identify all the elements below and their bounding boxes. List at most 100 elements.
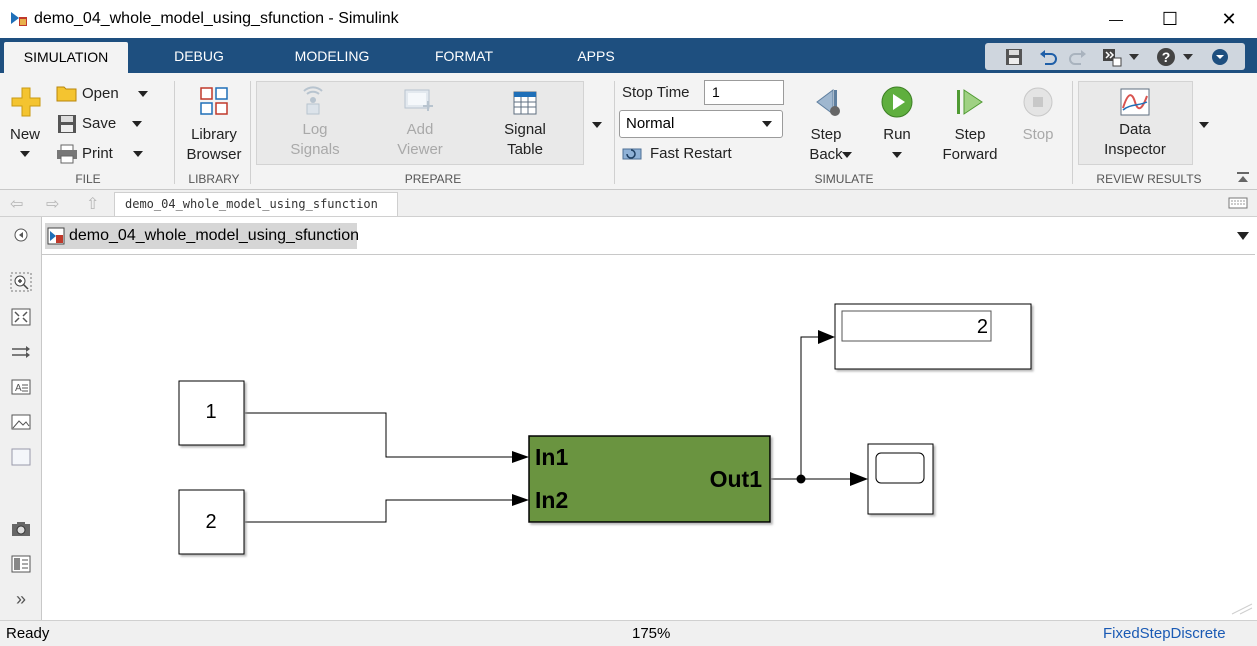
stop-time-label: Stop Time: [622, 84, 690, 101]
run-button[interactable]: Run: [883, 126, 911, 143]
stop-button[interactable]: Stop: [1022, 126, 1054, 143]
maximize-icon: ☐: [1161, 8, 1179, 29]
add-viewer-button[interactable]: Add Viewer: [388, 120, 452, 160]
help-icon[interactable]: ?: [1155, 46, 1177, 68]
help-chevron-down-icon[interactable]: [1183, 54, 1193, 60]
save-button[interactable]: Save: [82, 115, 117, 132]
data-inspector-button[interactable]: Data Inspector: [1092, 120, 1178, 160]
annotation-icon[interactable]: A: [10, 377, 32, 397]
signal-table-label-line1: Signal: [504, 121, 546, 138]
shortcuts-chevron-down-icon[interactable]: [1129, 54, 1139, 60]
add-viewer-icon: [404, 89, 433, 111]
group-label-file: FILE: [75, 172, 101, 186]
open-button[interactable]: Open: [82, 85, 119, 102]
simulation-mode-value: Normal: [626, 115, 675, 132]
step-forward-label-line1: Step: [954, 126, 986, 143]
add-viewer-label-line2: Viewer: [397, 141, 443, 158]
library-browser-button[interactable]: Library Browser: [180, 125, 248, 165]
tab-debug[interactable]: DEBUG: [174, 48, 224, 64]
print-button[interactable]: Print: [82, 145, 113, 162]
keyboard-icon[interactable]: [1228, 197, 1248, 209]
step-forward-icon: [957, 89, 983, 115]
property-inspector-icon[interactable]: [10, 554, 32, 574]
forward-arrow-icon[interactable]: ⇨: [46, 196, 60, 213]
fast-restart-toggle[interactable]: Fast Restart: [650, 145, 732, 162]
stop-icon: [1023, 87, 1053, 117]
image-icon[interactable]: [10, 412, 32, 432]
svg-text:A: A: [15, 383, 22, 394]
undo-icon[interactable]: [1037, 46, 1059, 68]
model-canvas[interactable]: [41, 217, 1257, 620]
print-icon: [57, 144, 77, 164]
run-chevron-down-icon[interactable]: [892, 152, 902, 158]
separator: [250, 81, 251, 184]
more-tools-icon[interactable]: »: [15, 589, 26, 609]
shortcuts-icon[interactable]: [1101, 46, 1123, 68]
maximize-button[interactable]: ☐: [1147, 0, 1193, 38]
explorer-chevron-down-icon[interactable]: [1237, 232, 1249, 240]
new-plus-icon: [11, 87, 41, 117]
hide-model-browser-icon[interactable]: [10, 225, 32, 245]
step-forward-button[interactable]: Step Forward: [938, 125, 1002, 165]
minimize-icon: —: [1109, 11, 1123, 27]
group-label-review-results: REVIEW RESULTS: [1096, 172, 1202, 186]
tool-palette: A »: [0, 217, 41, 620]
zoom-level: 175%: [632, 625, 671, 642]
minimize-button[interactable]: —: [1093, 0, 1139, 38]
stop-time-input[interactable]: 1: [704, 80, 784, 105]
data-inspector-icon: [1120, 88, 1150, 116]
solver-link[interactable]: FixedStepDiscrete: [1103, 625, 1226, 642]
step-back-button[interactable]: Step Back: [796, 125, 856, 165]
zoom-in-icon[interactable]: [10, 272, 32, 292]
minimize-ribbon-icon[interactable]: [1236, 171, 1250, 183]
simulation-mode-select[interactable]: Normal: [619, 110, 783, 138]
log-signals-button[interactable]: Log Signals: [283, 120, 347, 160]
prepare-gallery-expand-icon[interactable]: [592, 122, 602, 128]
navigation-bar: ⇦ ⇨ ⇧ demo_04_whole_model_using_sfunctio…: [0, 190, 1257, 217]
signal-table-button[interactable]: Signal Table: [490, 120, 560, 160]
tab-apps[interactable]: APPS: [577, 48, 615, 64]
signal-table-label-line2: Table: [507, 141, 543, 158]
close-icon: ✕: [1221, 8, 1237, 29]
new-button[interactable]: New: [9, 126, 40, 143]
collapse-ribbon-icon[interactable]: [1209, 46, 1231, 68]
explorer-bar: demo_04_whole_model_using_sfunction: [42, 219, 1255, 255]
close-button[interactable]: ✕: [1206, 0, 1252, 38]
add-viewer-label-line1: Add: [406, 121, 434, 138]
step-back-icon: [816, 89, 840, 116]
step-back-chevron-down-icon[interactable]: [842, 152, 852, 158]
fit-to-view-icon[interactable]: [10, 307, 32, 327]
data-inspector-label-line1: Data: [1119, 121, 1151, 138]
log-signals-icon: [303, 86, 323, 115]
library-browser-label-line1: Library: [191, 126, 237, 143]
new-chevron-down-icon[interactable]: [20, 151, 30, 157]
back-arrow-icon[interactable]: ⇦: [10, 196, 24, 213]
simulink-app-icon: [11, 12, 27, 26]
run-icon: [881, 86, 913, 118]
redo-icon[interactable]: [1067, 46, 1089, 68]
tab-format[interactable]: FORMAT: [434, 48, 494, 64]
up-arrow-icon[interactable]: ⇧: [86, 196, 100, 213]
tab-simulation[interactable]: SIMULATION: [4, 42, 128, 73]
chevron-down-icon: [762, 121, 772, 127]
save-chevron-down-icon[interactable]: [132, 121, 142, 127]
signal-routing-icon[interactable]: [10, 342, 32, 362]
screenshot-camera-icon[interactable]: [10, 519, 32, 539]
library-browser-icon: [200, 87, 228, 115]
print-chevron-down-icon[interactable]: [133, 151, 143, 157]
model-path[interactable]: demo_04_whole_model_using_sfunction: [45, 223, 359, 249]
title-bar: demo_04_whole_model_using_sfunction - Si…: [0, 0, 1257, 38]
tab-modeling[interactable]: MODELING: [294, 48, 370, 64]
save-icon[interactable]: [1003, 46, 1025, 68]
open-folder-icon: [56, 86, 77, 102]
review-gallery-expand-icon[interactable]: [1199, 122, 1209, 128]
data-inspector-label-line2: Inspector: [1104, 141, 1166, 158]
area-icon[interactable]: [10, 447, 32, 467]
model-breadcrumb-tab[interactable]: demo_04_whole_model_using_sfunction: [114, 192, 398, 216]
group-label-prepare: PREPARE: [404, 172, 462, 186]
status-bar: Ready 175% FixedStepDiscrete: [0, 620, 1257, 646]
svg-text:?: ?: [1162, 49, 1171, 65]
open-chevron-down-icon[interactable]: [138, 91, 148, 97]
status-text: Ready: [6, 625, 50, 642]
